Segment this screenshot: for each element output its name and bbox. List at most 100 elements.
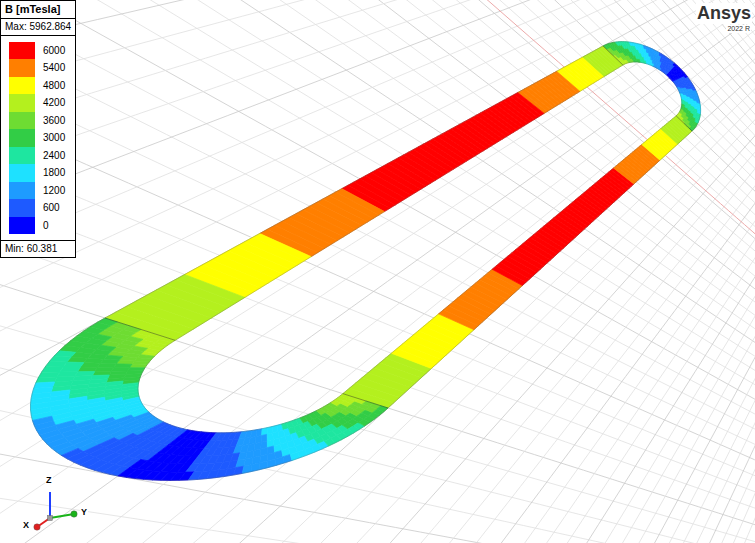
watermark: Ansys <box>696 3 752 24</box>
min-row: Min: 60.381 <box>1 240 75 257</box>
axis-arm <box>50 514 74 518</box>
legend-row: 1200 <box>9 182 71 200</box>
legend-value: 6000 <box>43 45 65 56</box>
legend-row: 600 <box>9 199 71 217</box>
grid-line <box>288 0 755 246</box>
grid-line <box>460 44 755 543</box>
legend-row: 2400 <box>9 147 71 165</box>
legend-row: 6000 <box>9 42 71 60</box>
grid-line <box>149 0 755 266</box>
grid-line <box>0 0 755 431</box>
grid-line <box>0 0 755 309</box>
grid-line <box>0 0 755 318</box>
axis-arm <box>49 492 51 518</box>
grid-line <box>405 35 755 543</box>
grid-line <box>0 0 755 305</box>
segment-joint <box>603 46 623 65</box>
axis-origin <box>48 516 53 521</box>
grid-line <box>24 0 755 543</box>
grid-line <box>0 0 755 400</box>
max-row: Max: 5962.864 <box>1 18 75 36</box>
grid-line <box>343 0 755 236</box>
legend-row: 5400 <box>9 59 71 77</box>
grid-line <box>0 0 755 372</box>
grid-line <box>307 20 755 543</box>
legend-value: 5400 <box>43 62 65 73</box>
axis-label: Z <box>45 475 53 485</box>
legend-swatch <box>9 112 35 130</box>
min-value: Min: 60.381 <box>5 243 71 255</box>
legend-swatch <box>9 217 35 235</box>
max-value: Max: 5962.864 <box>5 21 71 33</box>
axis-ball <box>34 524 40 530</box>
coil-edge <box>31 42 701 481</box>
grid-line <box>0 0 755 366</box>
field-contour-cell <box>78 367 98 372</box>
color-scale: 6000540048004200360030002400180012006000 <box>1 36 75 241</box>
grid-line <box>82 0 755 543</box>
grid-line <box>175 0 755 263</box>
grid-line <box>359 0 755 233</box>
grid-line <box>0 0 755 327</box>
segment-joint <box>105 318 175 340</box>
legend-swatch <box>9 199 35 217</box>
field-contour-cell <box>95 367 114 371</box>
grid-line <box>0 0 755 361</box>
grid-line <box>0 0 755 512</box>
field-contour-cell <box>674 116 692 133</box>
legend-value: 2400 <box>43 150 65 161</box>
field-contour-cell <box>130 364 147 367</box>
legend-title: B [mTesla] <box>1 1 75 18</box>
field-contour-cell <box>251 463 260 472</box>
legend-swatch <box>9 77 35 95</box>
grid-line <box>24 0 755 281</box>
field-contour-cell <box>105 312 184 340</box>
field-contour-cell <box>111 367 129 371</box>
grid-line <box>247 0 755 252</box>
grid-line <box>591 72 755 543</box>
legend-swatch <box>9 147 35 165</box>
grid-line <box>268 0 755 249</box>
legend-value: 0 <box>43 220 49 231</box>
grid-line <box>0 0 755 473</box>
grid-line <box>0 0 755 241</box>
legend-swatch <box>9 182 35 200</box>
field-contour-cell <box>377 406 388 412</box>
grid-line <box>0 0 755 521</box>
field-contour-cell <box>672 117 690 134</box>
grid-line <box>0 0 755 424</box>
grid-line <box>0 0 755 451</box>
grid-line <box>0 0 755 444</box>
grid-line <box>711 105 755 543</box>
grid-line <box>735 112 755 543</box>
legend-row: 1800 <box>9 164 71 182</box>
legend-value: 600 <box>43 202 60 213</box>
grid-line <box>228 9 755 543</box>
legend-value: 1200 <box>43 185 65 196</box>
grid-line <box>0 0 755 465</box>
grid-line <box>501 0 755 201</box>
grid-line <box>485 49 755 543</box>
grid-line <box>120 0 755 270</box>
grid-line <box>419 0 755 221</box>
legend-row: 4800 <box>9 77 71 95</box>
